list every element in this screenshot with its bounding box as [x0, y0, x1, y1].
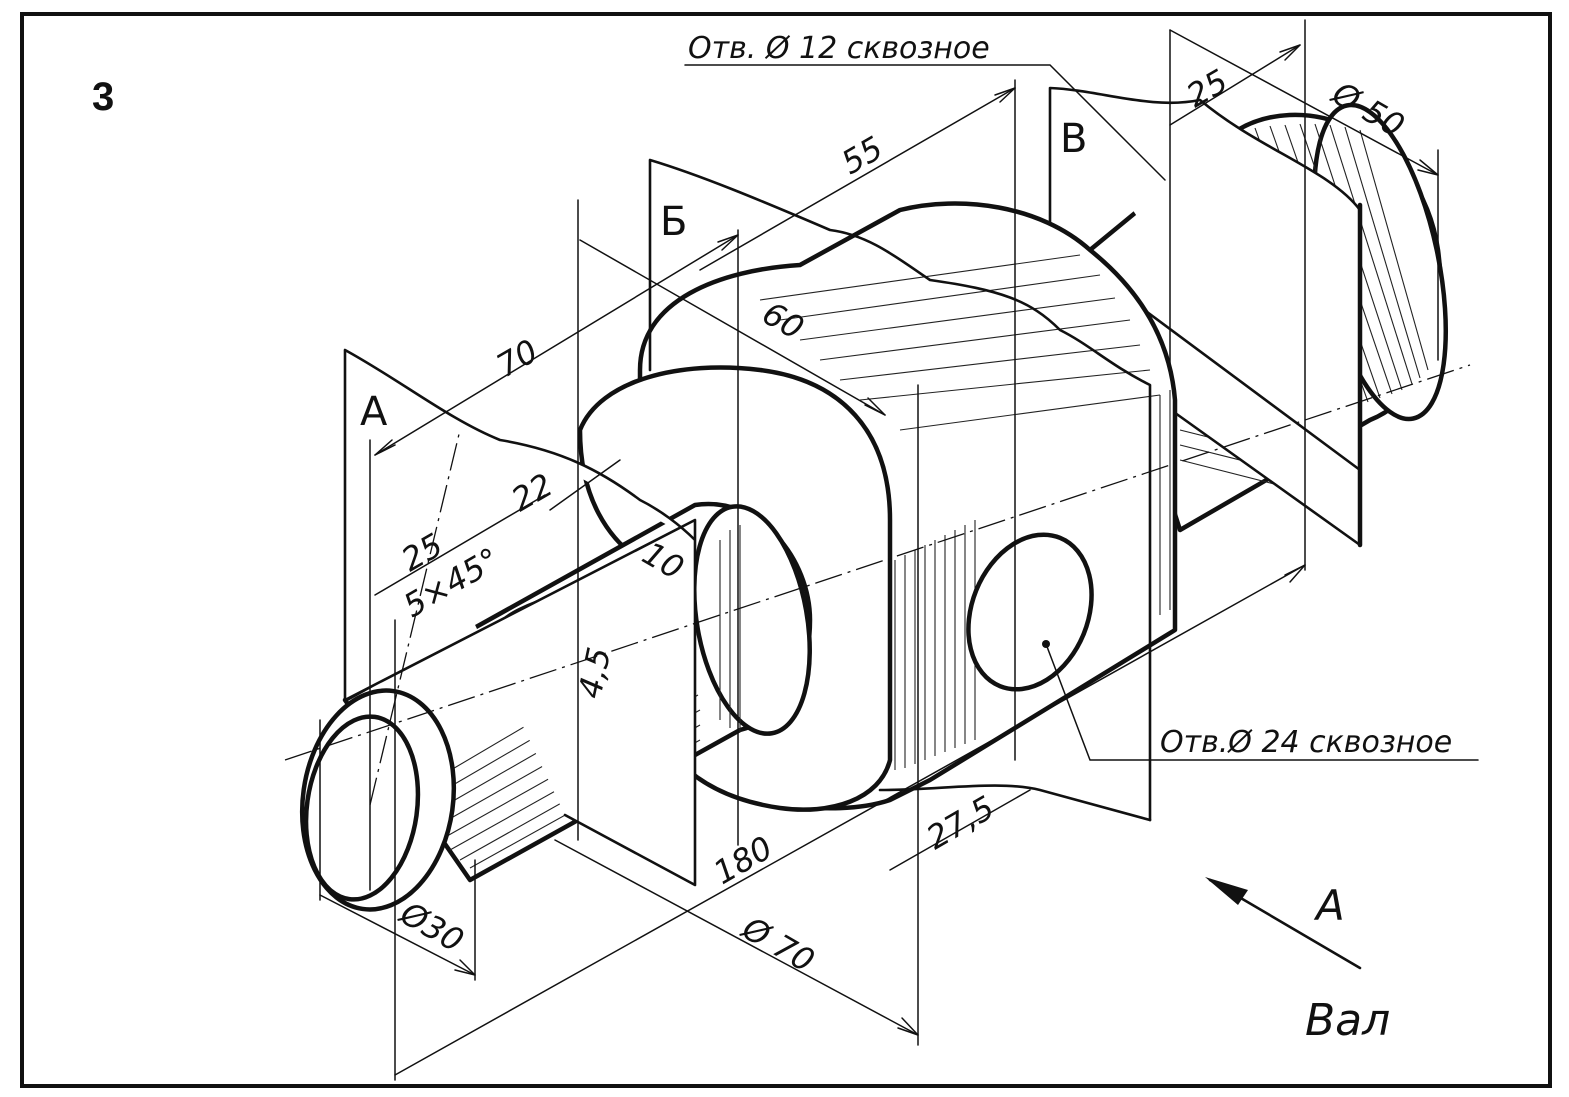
view-arrow-head: [1205, 877, 1248, 905]
dim-70: 70: [490, 332, 544, 385]
drawing-title: Вал: [1305, 995, 1390, 1046]
view-label: А: [1313, 881, 1345, 930]
plane-label-b: Б: [660, 199, 687, 245]
left-shaft-step-face: [692, 504, 812, 736]
dim-22: 22: [505, 466, 559, 519]
note-hole-12: Отв. Ø 12 сквозное: [688, 31, 990, 66]
note-hole-24: Отв.Ø 24 сквозное: [1160, 725, 1452, 760]
dim-dia-30: Ø30: [392, 893, 470, 960]
dim-dia-70: Ø 70: [734, 908, 821, 980]
hole-24-opening: [966, 532, 1094, 692]
drawing-frame: [20, 12, 1552, 1088]
plane-label-v: В: [1060, 116, 1087, 162]
collar-top-hatching: [759, 254, 1161, 431]
axis-left: [369, 429, 461, 806]
dim-55: 55: [835, 129, 889, 182]
plane-label-a: А: [360, 389, 388, 435]
center-axis: [284, 364, 1471, 761]
section-plane-a: [343, 348, 697, 887]
section-plane-b: [648, 158, 1152, 822]
dim-180: 180: [707, 828, 779, 891]
figure-number: 3: [92, 75, 114, 119]
dimension-lines: [319, 19, 1479, 1081]
left-shaft-end-face: [303, 714, 421, 902]
dim-27-5: 27,5: [920, 788, 1001, 857]
section-plane-b-bottom: [878, 784, 1152, 822]
